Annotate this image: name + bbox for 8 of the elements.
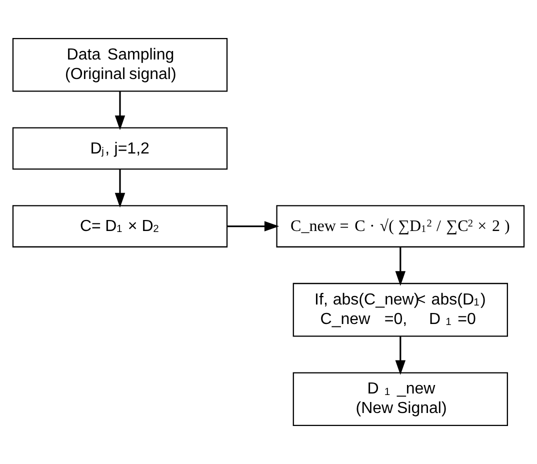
arrow xyxy=(227,221,280,232)
node-box: Dj, j=1,2 xyxy=(12,127,228,170)
arrow xyxy=(395,336,406,375)
node-box: Data Sampling (Original signal) xyxy=(12,38,228,92)
node-box: C= D1 × D2 xyxy=(12,205,228,248)
arrow xyxy=(114,91,126,130)
arrow xyxy=(395,246,406,286)
arrow xyxy=(114,169,126,208)
